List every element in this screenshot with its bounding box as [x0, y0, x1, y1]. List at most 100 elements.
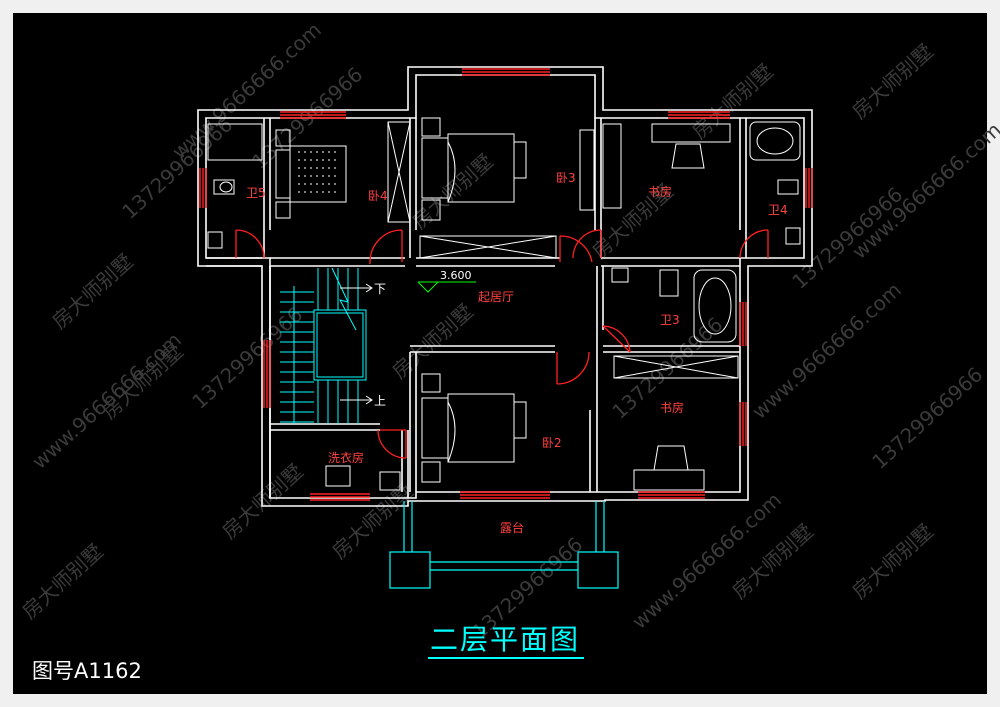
window-bottom-laundry [310, 493, 370, 501]
stair-up-label: 上 [374, 394, 386, 408]
shelf-cross [613, 355, 739, 379]
bookshelf-study-top [602, 123, 622, 209]
bed-bedroom3 [421, 117, 527, 221]
door-study-top [572, 229, 602, 259]
stair-well-inner [316, 312, 364, 378]
watermark-text: 房大师别墅 [47, 249, 137, 334]
partition-bath3 [596, 266, 740, 353]
room-label-bedroom2: 卧2 [542, 436, 562, 450]
elevation-value: 3.600 [440, 269, 472, 282]
window-right-study [739, 402, 747, 446]
room-label-living: 起居厅 [478, 290, 514, 304]
partition-bed2 [409, 345, 555, 492]
window-top-bed4 [280, 111, 346, 119]
door-bed2 [556, 351, 590, 385]
wardrobe-cross [419, 235, 557, 259]
window-right-bath4 [805, 168, 813, 208]
stair-break-line [331, 267, 357, 331]
watermark-text: 房大师别墅 [847, 519, 937, 604]
wardrobe-bedroom4 [387, 121, 411, 223]
laundry-sink [379, 471, 401, 491]
sink-bath3 [611, 267, 629, 283]
window-top-study [668, 111, 730, 119]
windows [199, 68, 813, 501]
watermark-text: 房大师别墅 [407, 149, 497, 234]
toilet-bowl [219, 181, 233, 193]
doors [235, 229, 769, 459]
wardrobe-bedroom3 [419, 235, 557, 259]
partition-study-bath4 [739, 118, 747, 258]
room-label-laundry: 洗衣房 [328, 450, 364, 465]
drawing-number: 图号A1162 [32, 659, 142, 683]
bathtub-bath4 [749, 121, 801, 161]
room-label-bath5: 卫5 [246, 186, 266, 200]
room-label-terrace: 露台 [500, 520, 524, 535]
staircase [280, 267, 367, 424]
title-underline [428, 657, 584, 659]
shelf-bedroom3 [579, 129, 595, 211]
toilet-bath4 [777, 179, 799, 195]
room-label-bath4: 卫4 [768, 203, 788, 217]
stair-treads-top [317, 268, 359, 310]
terrace-pillar-left [389, 551, 431, 589]
room-label-study-bottom: 书房 [660, 400, 684, 415]
watermark-text: 房大师别墅 [387, 299, 477, 384]
window-bottom-study [638, 491, 705, 499]
window-left-bath5 [199, 168, 207, 208]
tub-basin [698, 277, 732, 335]
stair-treads-bottom [317, 380, 359, 424]
sink-bath4 [785, 227, 801, 245]
partition-top-row-bottom [206, 257, 740, 267]
wardrobe-cross [387, 121, 411, 223]
watermark-layer: 房大师别墅 13729966966 www.9666666.com 137299… [17, 18, 1000, 644]
drawing-title: 二层平面图 [429, 623, 580, 656]
up-arrow [340, 395, 373, 405]
bed-bedroom2 [421, 373, 527, 483]
watermark-text: 房大师别墅 [847, 39, 937, 124]
chair-study-top [671, 143, 705, 169]
partition-bed4-bed3 [409, 118, 417, 258]
door-laundry [377, 429, 407, 459]
tub-basin [756, 127, 794, 155]
drawing-board [13, 13, 987, 694]
bookshelf-study-bottom [613, 355, 739, 379]
desk-study-top [651, 123, 731, 143]
watermark-text: www.9666666.com [847, 118, 1000, 264]
door-bath5 [235, 229, 265, 259]
partition-laundry [270, 423, 409, 498]
window-top-bed3 [462, 68, 550, 76]
watermark-text: 13729966966 [187, 302, 307, 414]
window-right-bath3 [739, 302, 747, 346]
terrace [389, 501, 619, 589]
watermark-text: 13729966966 [867, 362, 987, 474]
stair-down-label: 下 [374, 282, 386, 296]
room-label-bedroom4: 卧4 [368, 189, 388, 203]
room-label-study-top: 书房 [648, 184, 672, 199]
stair-well [313, 309, 367, 381]
bathtub-bath3 [693, 269, 737, 343]
chair-study-bottom [653, 445, 689, 471]
toilet-bath3 [659, 269, 679, 297]
room-label-bath3: 卫3 [660, 313, 680, 327]
down-arrow [340, 283, 373, 293]
partition-study-bottom [589, 352, 598, 492]
toilet-bath5 [213, 179, 235, 195]
window-left-stair [263, 340, 271, 408]
elevation-marker [417, 281, 476, 293]
stair-treads-left [280, 291, 314, 423]
furniture [207, 117, 801, 491]
bed-bedroom4 [275, 129, 347, 219]
watermark-text: www.9666666.com [167, 18, 326, 164]
room-label-bedroom3: 卧3 [556, 171, 576, 185]
partition-bath5 [263, 118, 271, 258]
watermark-text: www.9666666.com [747, 278, 906, 424]
stair-arrows [340, 283, 373, 405]
sink-bath5 [207, 231, 223, 249]
outer-wall [197, 66, 813, 507]
door-bath3 [602, 325, 631, 353]
shower-bath5 [207, 123, 263, 161]
door-bed3 [559, 235, 593, 263]
desk-study-bottom [633, 469, 705, 491]
